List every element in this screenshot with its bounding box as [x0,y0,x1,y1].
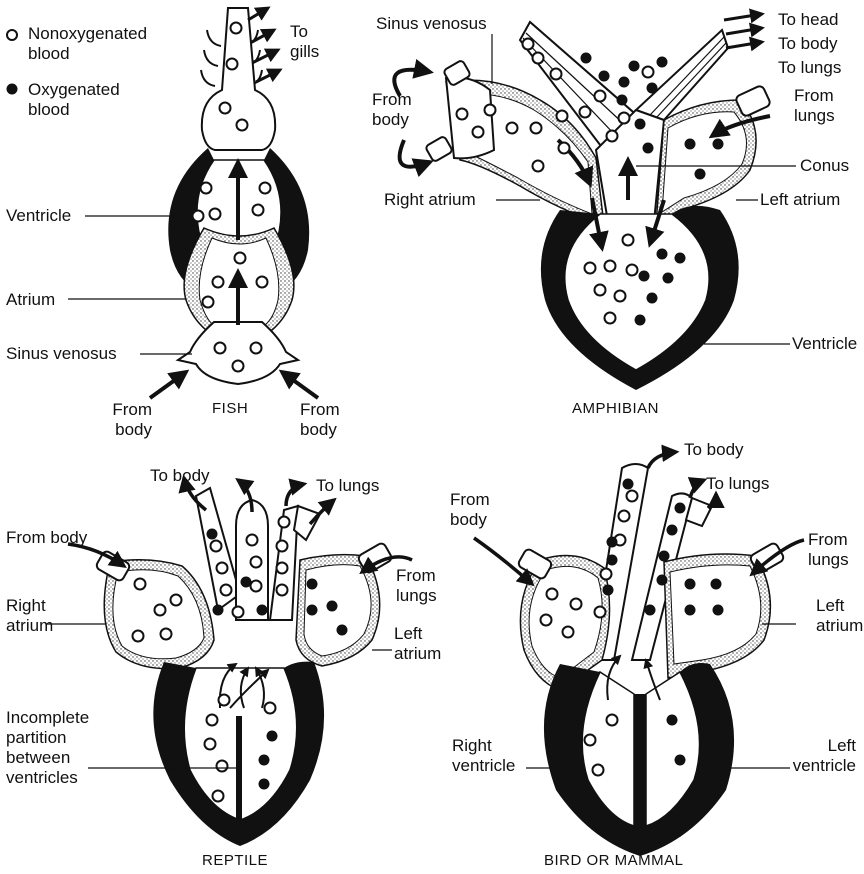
reptile-caption: REPTILE [202,852,268,869]
fish-ventricle-label: Ventricle [6,206,71,226]
amphibian-ventricle-label: Ventricle [792,334,857,354]
bird-mammal-heart [474,452,804,856]
amphibian-to-lungs-label: To lungs [778,58,841,78]
fish-sinus-venosus-label: Sinus venosus [6,344,117,364]
bird-caption: BIRD OR MAMMAL [544,852,684,869]
amphibian-to-body-label: To body [778,34,838,54]
reptile-heart [46,478,412,846]
fish-sinus-venosus [178,322,298,384]
amphibian-caption: AMPHIBIAN [572,400,659,417]
amphibian-sinus-venosus-label: Sinus venosus [376,14,487,34]
amphibian-sinus-venosus [446,77,494,158]
reptile-to-body-label: To body [150,466,210,486]
amphibian-right-atrium-label: Right atrium [384,190,476,210]
bird-ventricle-wall [544,663,734,856]
fish-heart [68,8,318,398]
nonoxygenated-blood-symbol [7,30,17,40]
amphibian-conus-label: Conus [800,156,849,176]
fish-caption: FISH [212,400,248,417]
amphibian-left-atrium-label: Left atrium [760,190,840,210]
reptile-from-body-label: From body [6,528,87,548]
oxygenated-blood-symbol [7,84,18,95]
amphibian-to-head-label: To head [778,10,839,30]
legend [7,30,18,95]
bird-to-lungs-label: To lungs [706,474,769,494]
reptile-to-lungs-label: To lungs [316,476,379,496]
artist-signature: OJI [664,828,682,840]
bird-to-body-label: To body [684,440,744,460]
reptile-incomplete-partition [236,716,242,820]
fish-atrium-label: Atrium [6,290,55,310]
